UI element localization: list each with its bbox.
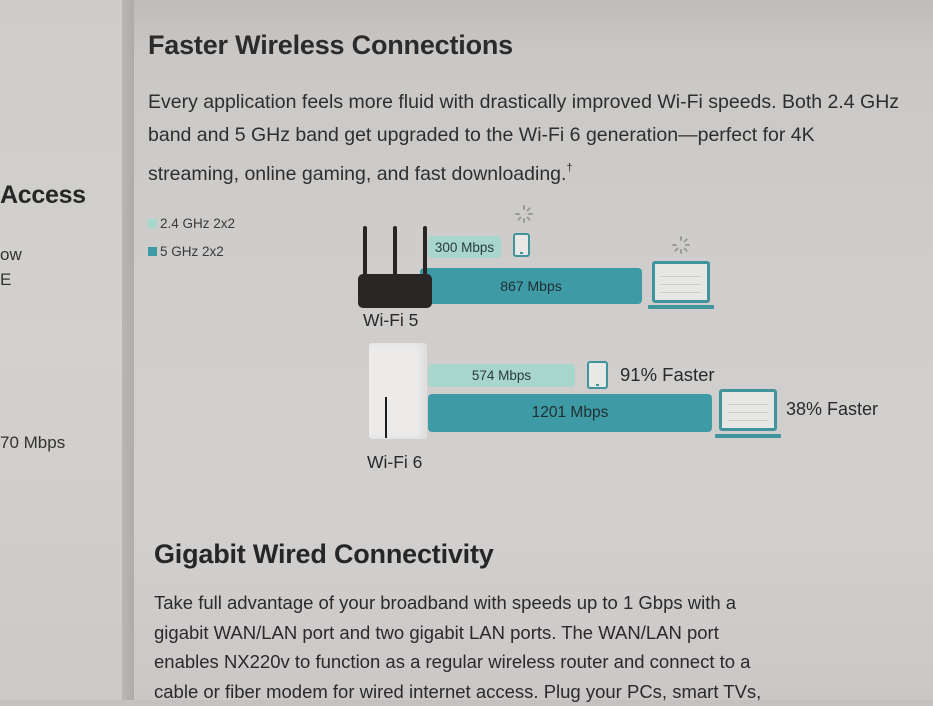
adjacent-text-line: E (0, 270, 11, 290)
bar-label: 1201 Mbps (532, 404, 609, 422)
legend-item-5ghz: 5 GHz 2x2 (148, 244, 224, 259)
legend-swatch-5ghz (148, 247, 157, 256)
paragraph-line: enables NX220v to function as a regular … (154, 647, 924, 677)
section-title-wireless: Faster Wireless Connections (148, 30, 513, 61)
label-wifi6: Wi-Fi 6 (367, 452, 422, 473)
laptop-screen (719, 389, 777, 431)
mesh-router-icon (369, 343, 427, 439)
bar-wifi5-24ghz: 300 Mbps (428, 236, 501, 258)
tablet-icon (587, 361, 608, 389)
paragraph-text: Every application feels more fluid with … (148, 91, 899, 185)
bar-label: 300 Mbps (435, 240, 494, 255)
paragraph-line: cable or fiber modem for wired internet … (154, 677, 924, 706)
laptop-icon (648, 261, 714, 311)
tablet-icon (513, 233, 530, 257)
paragraph-line: Take full advantage of your broadband wi… (154, 588, 924, 618)
gain-24ghz: 91% Faster (620, 364, 715, 386)
antenna (393, 226, 397, 276)
section-title-wired: Gigabit Wired Connectivity (154, 539, 494, 570)
laptop-screen (652, 261, 710, 303)
antenna (423, 226, 427, 276)
legend-swatch-24ghz (148, 219, 157, 228)
legend-item-24ghz: 2.4 GHz 2x2 (148, 216, 235, 231)
legend-label: 5 GHz 2x2 (160, 244, 224, 259)
laptop-base (715, 434, 781, 438)
laptop-base (648, 305, 714, 309)
router-led-strip (385, 397, 387, 438)
bar-label: 867 Mbps (500, 278, 561, 294)
section-paragraph-wired: Take full advantage of your broadband wi… (154, 588, 924, 706)
panel-fold (122, 0, 134, 700)
loading-spinner-icon (515, 205, 533, 223)
router-body (358, 274, 432, 308)
router-with-antennas-icon (358, 226, 432, 306)
label-wifi5: Wi-Fi 5 (363, 310, 418, 331)
adjacent-text-line: 70 Mbps (0, 433, 65, 453)
adjacent-heading: Access (0, 181, 86, 210)
antenna (363, 226, 367, 276)
legend-label: 2.4 GHz 2x2 (160, 216, 235, 231)
adjacent-panel: Access ow E 70 Mbps (0, 0, 122, 700)
bar-label: 574 Mbps (472, 368, 531, 383)
footnote-mark: † (566, 162, 572, 174)
loading-spinner-icon (672, 236, 690, 254)
bar-wifi6-24ghz: 574 Mbps (428, 364, 575, 387)
laptop-icon (715, 389, 781, 441)
section-paragraph-wireless: Every application feels more fluid with … (148, 86, 908, 191)
adjacent-text-line: ow (0, 245, 22, 265)
bar-wifi5-5ghz: 867 Mbps (420, 268, 642, 304)
paragraph-line: gigabit WAN/LAN port and two gigabit LAN… (154, 618, 924, 648)
bar-wifi6-5ghz: 1201 Mbps (428, 394, 712, 432)
gain-5ghz: 38% Faster (786, 399, 878, 420)
